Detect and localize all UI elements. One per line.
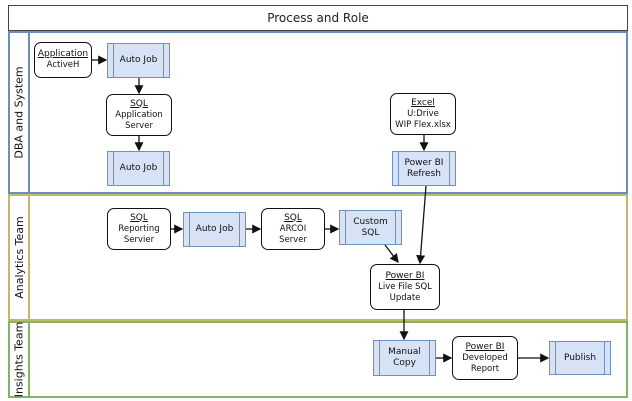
node-label: Custom xyxy=(353,216,388,227)
node-label: Auto Job xyxy=(119,163,158,173)
node-heading: SQL xyxy=(130,212,148,223)
node-text: Developed xyxy=(462,352,508,363)
node-text: Report xyxy=(470,363,500,374)
node-text: Servier xyxy=(123,234,155,245)
node-auto-job-2: Auto Job xyxy=(107,151,170,186)
node-custom-sql: Custom SQL xyxy=(339,210,402,245)
node-text: Server xyxy=(279,234,307,245)
node-auto-job-3: Auto Job xyxy=(183,212,246,247)
node-label: Auto Job xyxy=(119,55,158,65)
node-text: U:Drive xyxy=(407,108,439,119)
node-text: Application xyxy=(115,109,163,120)
node-label: Auto Job xyxy=(195,224,234,234)
lane-analytics-header: Analytics Team xyxy=(8,194,30,321)
node-label: Power BI xyxy=(404,157,444,168)
node-heading: Application xyxy=(37,49,89,59)
node-power-bi-developed-report: Power BI Developed Report xyxy=(452,336,518,380)
node-label: Refresh xyxy=(407,168,441,179)
node-label: Manual xyxy=(388,347,421,357)
node-sql-arcoi-server: SQL ARCOI Server xyxy=(261,208,325,250)
lane-insights-header: Insights Team xyxy=(8,321,30,398)
node-sql-reporting-server: SQL Reporting Servier xyxy=(107,208,171,250)
node-manual-copy: Manual Copy xyxy=(373,340,436,376)
node-excel: Excel U:Drive WIP Flex.xlsx xyxy=(390,93,456,135)
node-heading: Excel xyxy=(411,97,435,108)
node-application: Application ActiveH xyxy=(34,42,92,78)
node-heading: SQL xyxy=(130,98,148,109)
node-text: Update xyxy=(389,292,421,303)
node-label: Publish xyxy=(563,352,597,363)
lane-dba-header: DBA and System xyxy=(8,31,30,194)
node-sql-application-server: SQL Application Server xyxy=(106,94,172,136)
node-text: Server xyxy=(125,120,153,131)
node-heading: Power BI xyxy=(465,341,505,352)
node-heading: SQL xyxy=(284,212,302,223)
node-text: WIP Flex.xlsx xyxy=(395,119,451,130)
node-text: Reporting xyxy=(118,223,160,234)
node-power-bi-refresh: Power BI Refresh xyxy=(392,151,456,186)
node-label: Copy xyxy=(393,358,416,368)
node-text: Live File SQL xyxy=(378,281,432,292)
node-heading: Power BI xyxy=(385,270,425,281)
edge-pbirefresh-to-pbilive xyxy=(416,185,427,265)
node-label: SQL xyxy=(361,227,380,238)
node-text: ARCOI xyxy=(279,223,307,234)
diagram-title: Process and Role xyxy=(8,5,628,31)
node-publish: Publish xyxy=(549,341,611,375)
node-auto-job-1: Auto Job xyxy=(107,43,170,78)
node-text: ActiveH xyxy=(46,60,80,70)
node-power-bi-live-file: Power BI Live File SQL Update xyxy=(370,264,440,310)
edge-customsql-to-pbilive xyxy=(384,244,399,264)
